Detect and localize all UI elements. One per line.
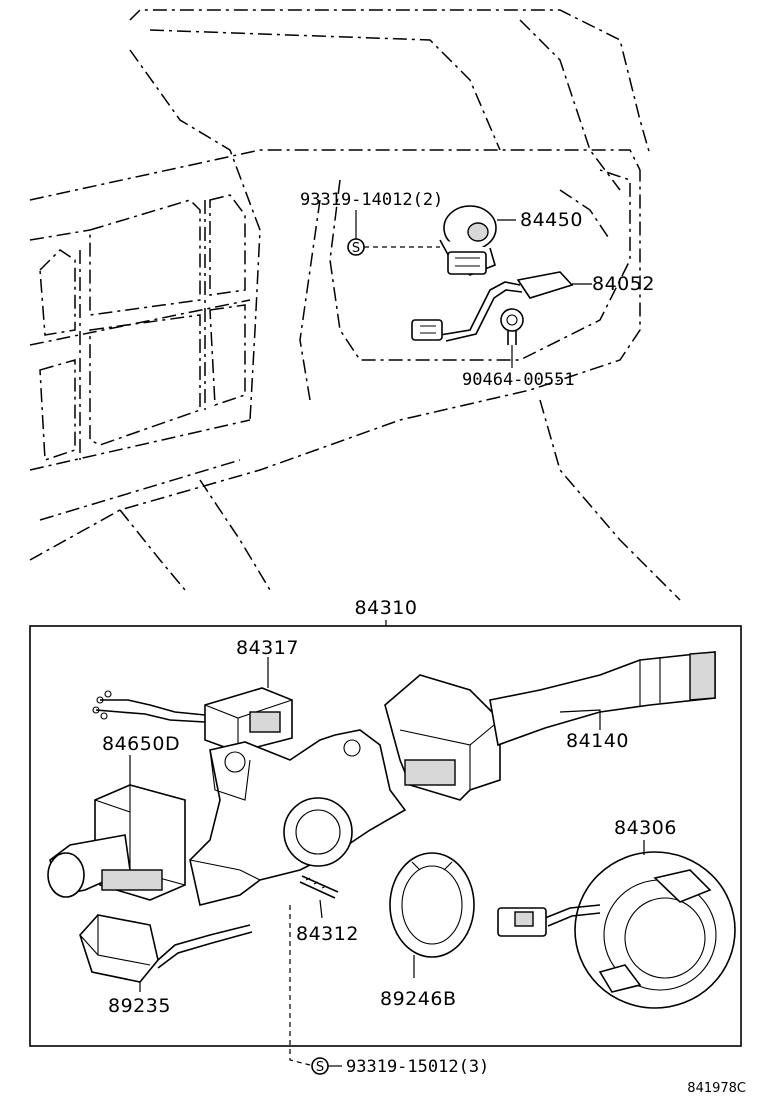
part-number-bolt: 90464-00551 xyxy=(462,370,575,390)
leader-84312 xyxy=(319,899,323,919)
part-number-screw-group-lower: 93319-15012(3) xyxy=(346,1057,489,1077)
key-sensor-part xyxy=(439,205,497,276)
retainer-ring-part xyxy=(389,852,475,958)
spiral-cable-part xyxy=(497,851,736,1009)
part-number-key-sensor: 84450 xyxy=(520,209,583,231)
screw-symbol-upper-letter: S xyxy=(352,241,360,256)
switch-body-part xyxy=(189,729,407,906)
part-number-headlamp-switch: 84650D xyxy=(102,733,180,755)
headlamp-switch-part xyxy=(47,784,186,901)
screw-symbol-upper: S xyxy=(347,238,365,256)
horn-switch-part xyxy=(79,914,253,983)
sensor-harness-part xyxy=(411,271,574,342)
screw-symbol-lower-letter: S xyxy=(316,1060,324,1075)
mounting-pin-part xyxy=(299,875,339,899)
wiper-switch-part xyxy=(384,651,716,801)
clamp-bolt-part xyxy=(500,308,524,345)
figure-code: 841978C xyxy=(687,1081,746,1096)
part-number-relay: 84317 xyxy=(236,637,299,659)
leader-93319-15012 xyxy=(289,905,311,1066)
screw-symbol-lower: S xyxy=(311,1057,329,1075)
part-number-horn-switch: 89235 xyxy=(108,995,171,1017)
assembly-frame xyxy=(29,625,742,1047)
part-number-wiper-switch: 84140 xyxy=(566,730,629,752)
part-number-screw-group-upper: 93319-14012(2) xyxy=(300,190,443,210)
part-number-ring: 89246B xyxy=(380,988,456,1010)
part-number-harness: 84052 xyxy=(592,273,655,295)
instrument-panel-outline xyxy=(29,9,681,601)
part-number-spiral-cable: 84306 xyxy=(614,817,677,839)
relay-part xyxy=(92,687,293,753)
leader-84140 xyxy=(559,709,601,730)
part-number-pin: 84312 xyxy=(296,923,359,945)
part-number-assembly: 84310 xyxy=(355,597,418,619)
